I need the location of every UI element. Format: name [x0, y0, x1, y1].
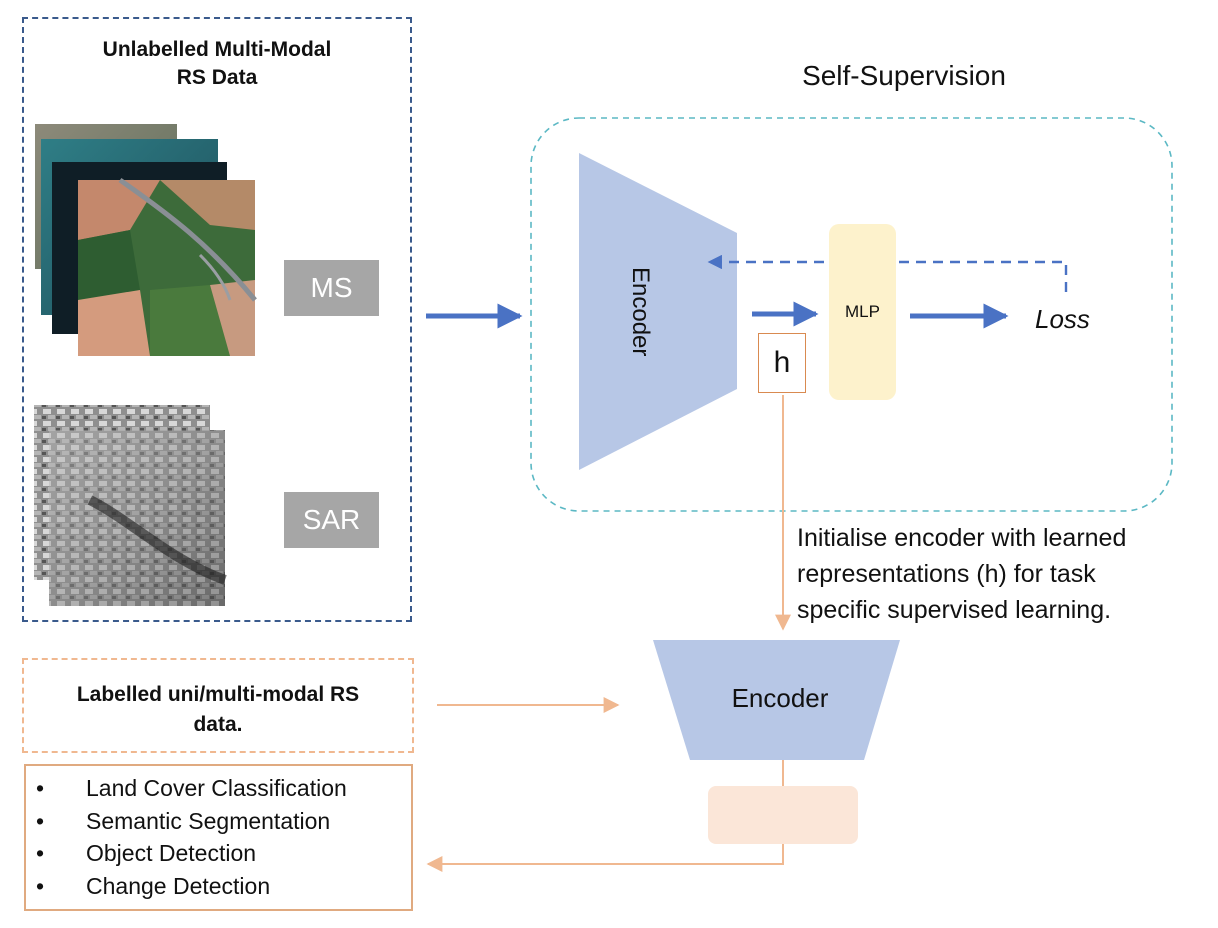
unlabelled-title-line-1: Unlabelled Multi-Modal	[102, 38, 332, 61]
loss-label: Loss	[1035, 304, 1090, 334]
encoder-bottom-label: Encoder	[731, 683, 829, 713]
bullet-icon: •	[36, 775, 45, 801]
ms-image-front	[78, 177, 257, 356]
task-label: Object Detection	[86, 840, 257, 866]
output-to-tasks-arrow	[426, 844, 784, 872]
bullet-icon: •	[36, 807, 45, 834]
ms-image-stack	[35, 124, 257, 356]
self-supervision-container	[530, 117, 1173, 512]
labelled-text-line-2: data.	[193, 713, 243, 736]
downstream-tasks-box	[24, 764, 413, 911]
transfer-description-line-3: specific supervised learning.	[797, 596, 1112, 624]
task-item: • Semantic Segmentation	[32, 805, 347, 838]
loss-feedback-arrow	[707, 254, 1068, 292]
transfer-description-line-1: Initialise encoder with learned	[797, 524, 1127, 552]
bullet-icon: •	[36, 840, 45, 866]
transfer-description: Initialise encoder with learned represen…	[797, 520, 1207, 628]
mlp-block: MLP	[829, 224, 896, 400]
labelled-data-box	[22, 658, 414, 753]
task-label: Semantic Segmentation	[86, 807, 331, 834]
labelled-text-line-1: Labelled uni/multi-modal RS	[76, 683, 360, 706]
encoder-top-label: Encoder	[627, 267, 654, 357]
unlabelled-data-box	[22, 17, 412, 622]
unlabelled-title-line-2: RS Data	[176, 66, 258, 89]
task-item: • Change Detection	[32, 870, 347, 903]
encoder-top-shape	[579, 153, 737, 470]
representation-h-box: h	[758, 333, 806, 393]
sar-label: SAR	[284, 492, 379, 548]
labelled-data-text: Labelled uni/multi-modal RS data.	[22, 680, 414, 740]
encoder-bottom-shape	[653, 640, 900, 760]
ms-label: MS	[284, 260, 379, 316]
downstream-tasks-list: • Land Cover Classification • Semantic Seg…	[32, 772, 347, 902]
task-item: • Object Detection	[32, 837, 347, 870]
bullet-icon: •	[36, 872, 45, 899]
self-supervision-title: Self-Supervision	[802, 60, 1006, 91]
task-label: Land Cover Classification	[86, 775, 347, 801]
task-head-block	[708, 786, 858, 844]
task-label: Change Detection	[86, 872, 271, 899]
unlabelled-data-title: Unlabelled Multi-Modal RS Data	[22, 36, 412, 92]
sar-image-stack	[34, 405, 227, 606]
task-item: • Land Cover Classification	[32, 772, 347, 805]
transfer-description-line-2: representations (h) for task	[797, 560, 1096, 588]
